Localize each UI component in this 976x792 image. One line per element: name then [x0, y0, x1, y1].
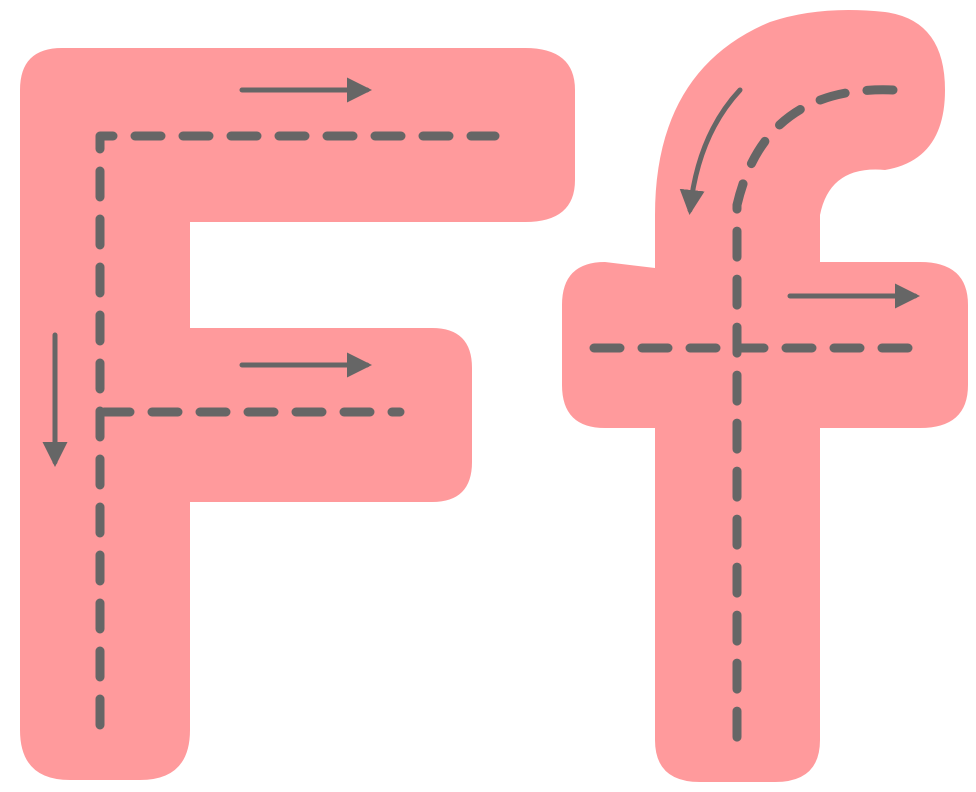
lowercase-f-letter: [562, 9, 968, 783]
arrow-curved-down-left-icon: [679, 87, 743, 215]
f-hook-stroke-guide: [732, 85, 898, 760]
f-top-stroke-guide: [95, 131, 500, 730]
lowercase-f-guides: [589, 85, 925, 760]
uppercase-f-guides: [42, 77, 500, 730]
